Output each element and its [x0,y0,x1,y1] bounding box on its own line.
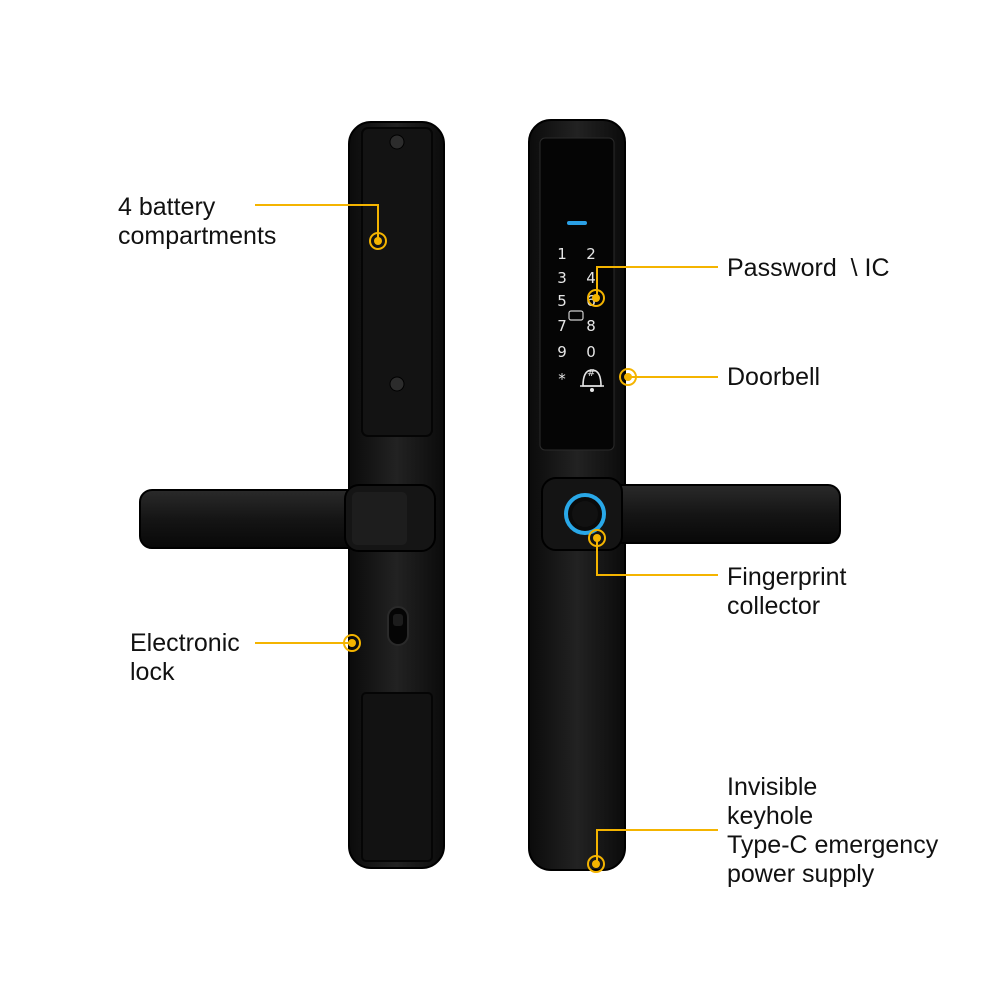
keypad-keys: 1 2 3 4 5 6 7 8 9 0 * [557,245,596,388]
status-light [567,221,587,225]
callout-dot [587,855,605,873]
callout-keyhole-line4: power supply [727,860,875,888]
callout-dot [369,232,387,250]
doorbell-icon[interactable] [580,369,604,392]
battery-cover [361,127,433,437]
callout-battery: 4 battery compartments [118,193,276,251]
key-2[interactable]: 2 [586,245,596,263]
screw-icon [389,134,405,150]
key-0[interactable]: 0 [586,343,596,361]
callout-lines [255,204,718,863]
callout-password: Password \ IC [727,254,890,283]
callout-fingerprint: Fingerprint collector [727,563,847,621]
key-6[interactable]: 6 [586,292,596,310]
bottom-cover [361,692,433,862]
key-4[interactable]: 4 [586,269,596,287]
key-8[interactable]: 8 [586,317,596,335]
callout-electronic-lock: Electronic lock [130,629,240,687]
callout-keyhole-line3: Type-C emergency [727,831,939,859]
callout-password-line1: Password \ IC [727,254,890,282]
key-hash[interactable]: # [587,368,596,379]
callout-dots [343,232,637,873]
callout-dot [619,368,637,386]
key-3[interactable]: 3 [557,269,567,287]
outer-handle [541,477,841,551]
screw-icon [389,376,405,392]
callout-dot [588,529,606,547]
callout-keyhole-line2: keyhole [727,802,814,830]
key-9[interactable]: 9 [557,343,567,361]
callout-fingerprint-line1: Fingerprint [727,563,847,591]
callout-battery-line2: compartments [118,222,277,250]
callout-battery-line1: 4 battery [118,193,216,221]
key-7[interactable]: 7 [557,317,567,335]
callout-keyhole-line1: Invisible [727,773,818,801]
callout-doorbell-line1: Doorbell [727,363,821,391]
callout-fingerprint-line2: collector [727,592,821,620]
callout-dot [343,634,361,652]
callout-keyhole: Invisible keyhole Type-C emergency power… [727,773,938,889]
card-reader-icon [568,310,584,321]
inner-handle [139,484,436,552]
keypad-glass [539,137,615,451]
key-1[interactable]: 1 [557,245,567,263]
key-star[interactable]: * [558,370,566,388]
callout-doorbell: Doorbell [727,363,820,392]
callout-dot [587,289,605,307]
key-5[interactable]: 5 [557,292,567,310]
callout-electronic-lock-line2: lock [130,658,175,686]
callout-electronic-lock-line1: Electronic [130,629,240,657]
